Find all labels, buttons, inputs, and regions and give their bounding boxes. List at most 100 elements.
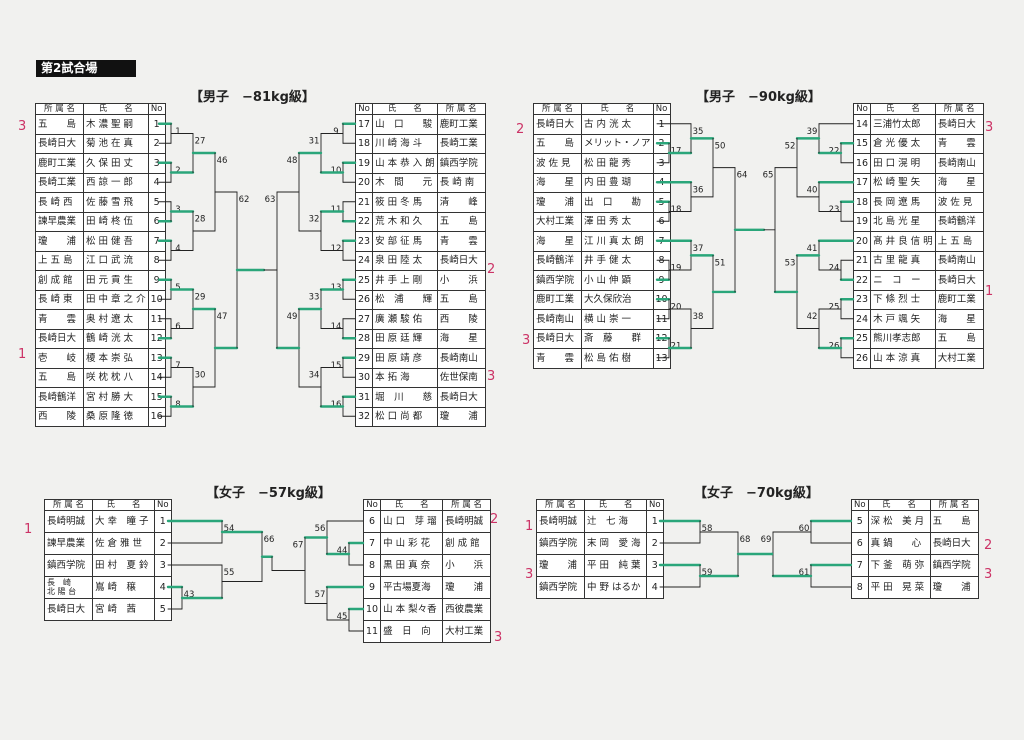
match-number: 18: [671, 205, 682, 215]
entry-name: 倉 光 優 太: [870, 133, 936, 154]
entry-name: 盛 日 向: [380, 620, 444, 643]
header-aff: 所 属 名: [533, 103, 582, 115]
entry-name: 西 諒 一 郎: [83, 172, 149, 193]
entry-name: 古 里 龍 真: [870, 250, 936, 271]
header-name: 氏 名: [584, 499, 647, 511]
entry-number: 1: [646, 510, 664, 533]
entry-number: 11: [652, 309, 671, 330]
match-number: 19: [671, 263, 682, 273]
match-number: 29: [195, 293, 206, 303]
entry-affiliation: 五 島: [934, 328, 984, 349]
match-number: 46: [217, 156, 228, 166]
entry-affiliation: 鹿町工業: [35, 153, 84, 174]
match-number: 51: [715, 258, 726, 268]
entry-number: 4: [147, 172, 166, 193]
entry-number: 29: [354, 348, 374, 369]
header-aff: 所 属 名: [35, 103, 84, 115]
header-no: No: [851, 499, 869, 511]
match-number: 65: [763, 171, 774, 181]
entry-number: 23: [354, 231, 374, 252]
entry-name: 中 野 はるか: [584, 576, 647, 599]
entry-name: 久 保 田 丈: [83, 153, 149, 174]
match-number: 47: [217, 312, 228, 322]
match-number: 53: [785, 258, 796, 268]
entry-affiliation: 長崎明誠: [536, 510, 585, 533]
match-number: 40: [807, 185, 818, 195]
handwritten-mark: 2: [487, 262, 495, 277]
match-number: 9: [333, 127, 338, 137]
entry-number: 31: [354, 387, 374, 408]
entry-affiliation: 海 星: [934, 172, 984, 193]
entry-name: 三浦竹太郎: [870, 114, 936, 135]
entry-number: 6: [147, 211, 166, 232]
match-number: 30: [195, 371, 206, 381]
entry-affiliation: 瓊 浦: [533, 192, 582, 213]
entry-name: 田 原 廷 輝: [372, 328, 438, 349]
entry-affiliation: 長崎日大: [436, 250, 486, 271]
entry-name: 木 間 元: [372, 172, 438, 193]
entry-affiliation: 五 島: [35, 114, 84, 135]
entry-number: 4: [154, 576, 172, 599]
entry-number: 16: [147, 406, 166, 427]
match-number: 62: [239, 195, 250, 205]
entry-affiliation: 創 成 館: [35, 270, 84, 291]
entry-name: 田 崎 柊 伍: [83, 211, 149, 232]
entry-number: 9: [362, 576, 382, 599]
entry-number: 20: [852, 231, 872, 252]
match-number: 28: [195, 215, 206, 225]
entry-number: 4: [652, 172, 671, 193]
entry-affiliation: 鹿町工業: [934, 289, 984, 310]
entry-affiliation: 長 崎 東: [35, 289, 84, 310]
entry-name: 荒 木 和 久: [372, 211, 438, 232]
entry-name: 本 拓 海: [372, 367, 438, 388]
entry-name: 辻 七 海: [584, 510, 647, 533]
entry-affiliation: 長崎工業: [35, 172, 84, 193]
entry-name: 平古場夏海: [380, 576, 444, 599]
entry-number: 21: [852, 250, 872, 271]
entry-number: 1: [652, 114, 671, 135]
entry-name: 菊 池 在 真: [83, 133, 149, 154]
entry-number: 2: [147, 133, 166, 154]
entry-affiliation: 長崎日大: [533, 328, 582, 349]
entry-name: 山 口 芽 瑠: [380, 510, 444, 533]
handwritten-mark: 3: [525, 567, 533, 582]
entry-name: 筱 田 冬 馬: [372, 192, 438, 213]
entry-name: 山 本 梨々香: [380, 598, 444, 621]
entry-affiliation: 波 佐 見: [934, 192, 984, 213]
entry-name: 小 山 伸 顕: [581, 270, 654, 291]
entry-number: 15: [147, 387, 166, 408]
entry-name: 咲 枕 枕 八: [83, 367, 149, 388]
entry-name: 深 松 美 月: [867, 510, 931, 533]
entry-name: 下 釜 萌 弥: [867, 554, 931, 577]
entry-affiliation: 小 浜: [436, 270, 486, 291]
entry-name: 平 田 晃 菜: [867, 576, 931, 599]
match-number: 49: [287, 312, 298, 322]
match-number: 41: [807, 244, 818, 254]
entry-number: 8: [652, 250, 671, 271]
entry-affiliation: 鹿町工業: [533, 289, 582, 310]
entry-name: 泉 田 陸 太: [372, 250, 438, 271]
header-aff: 所 属 名: [436, 103, 486, 115]
entry-affiliation: 清 峰: [436, 192, 486, 213]
handwritten-mark: 1: [985, 284, 993, 299]
match-number: 27: [195, 137, 206, 147]
header-name: 氏 名: [870, 103, 936, 115]
header-aff: 所 属 名: [44, 499, 93, 511]
handwritten-mark: 3: [522, 333, 530, 348]
entry-name: 江 川 真 太 朗: [581, 231, 654, 252]
entry-affiliation: 長崎日大: [44, 598, 93, 621]
entry-name: 江 口 武 流: [83, 250, 149, 271]
